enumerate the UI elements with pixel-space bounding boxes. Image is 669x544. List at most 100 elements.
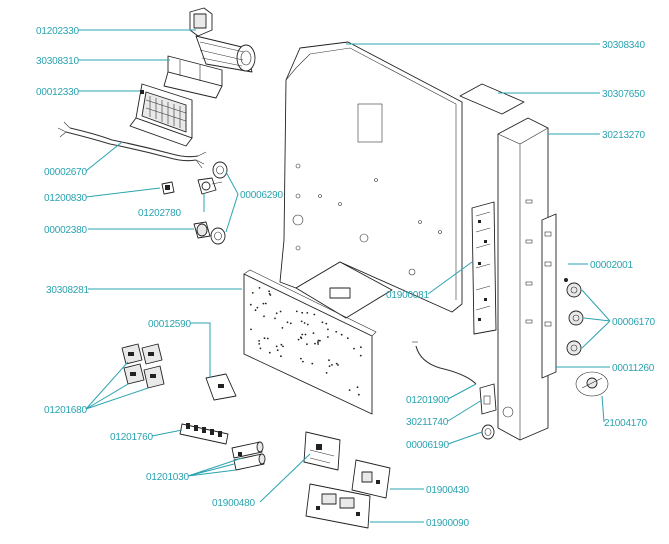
label-30213270: 30213270: [602, 130, 646, 141]
part-bracket-30308310: [163, 55, 223, 99]
plate-hole: [299, 336, 302, 339]
plate-hole: [335, 362, 338, 365]
label-00002380: 00002380: [44, 225, 88, 236]
plate-hole: [268, 290, 270, 293]
part-pcb-01900090: [305, 483, 371, 529]
plate-hole: [325, 322, 328, 325]
label-30211740: 30211740: [406, 417, 449, 428]
plate-hole: [317, 341, 319, 344]
part-connector-strip: [179, 423, 229, 445]
plate-hole: [317, 343, 319, 345]
label-30307650: 30307650: [602, 89, 646, 100]
label-01201900: 01201900: [406, 395, 450, 406]
part-wiring-harness: [57, 121, 207, 169]
plate-hole: [306, 343, 308, 346]
part-pcb-01900480: [303, 431, 341, 471]
plate-hole: [266, 337, 269, 340]
part-gaskets-00006290: [210, 161, 228, 245]
part-grommet: [481, 424, 495, 440]
label-00002670: 00002670: [44, 167, 88, 178]
label-30308310: 30308310: [36, 56, 80, 67]
label-01900480: 01900480: [212, 498, 256, 509]
part-cable-01201900: [412, 341, 477, 385]
plate-hole: [268, 292, 271, 295]
plate-hole: [360, 346, 362, 349]
plate-hole: [251, 292, 254, 294]
part-knobs: [564, 278, 584, 356]
label-30308281: 30308281: [46, 285, 90, 296]
part-capacitors: [231, 441, 266, 471]
plate-hole: [303, 322, 306, 324]
plate-hole: [321, 321, 324, 324]
plate-hole: [259, 347, 262, 350]
plate-hole: [312, 332, 315, 334]
plate-hole: [268, 351, 271, 354]
plate-hole: [313, 313, 316, 316]
part-bracket-30211740: [479, 383, 497, 415]
label-01900090: 01900090: [426, 518, 470, 529]
label-01202330: 01202330: [36, 26, 80, 37]
plate-hole: [327, 328, 329, 331]
part-clamp: [575, 371, 609, 397]
part-control-board: [471, 201, 497, 335]
label-01900081: 01900081: [386, 290, 430, 301]
label-21004170: 21004170: [604, 418, 648, 429]
plate-hole: [280, 343, 283, 346]
label-00006190: 00006190: [406, 440, 450, 451]
plate-hole: [325, 372, 328, 374]
plate-hole: [328, 365, 331, 367]
plate-hole: [358, 393, 360, 396]
plate-hole: [300, 357, 302, 360]
part-terminal-blocks: [121, 343, 165, 389]
plate-hole: [289, 322, 292, 325]
part-lamp-socket: [193, 221, 211, 239]
label-01200830: 01200830: [44, 193, 88, 204]
plate-hole: [254, 309, 257, 312]
label-01201030: 01201030: [146, 472, 190, 483]
plate-hole: [328, 359, 330, 362]
plate-hole: [297, 338, 300, 341]
part-heater-grille: [129, 83, 193, 147]
plate-hole: [281, 327, 284, 329]
plate-hole: [340, 333, 343, 336]
plate-hole: [353, 347, 355, 350]
part-pcb-01900430: [351, 459, 391, 499]
plate-hole: [302, 360, 304, 363]
label-00006170: 00006170: [612, 317, 656, 328]
label-00012330: 00012330: [36, 87, 80, 98]
plate-hole: [274, 317, 276, 320]
plate-hole: [306, 312, 309, 314]
part-relay-00012590: [205, 373, 237, 401]
part-main-housing: [279, 41, 463, 319]
label-01900430: 01900430: [426, 485, 470, 496]
plate-hole: [346, 337, 349, 340]
plate-hole: [263, 337, 266, 340]
label-01201760: 01201760: [110, 432, 154, 443]
label-01202780: 01202780: [138, 208, 182, 219]
label-00002001: 00002001: [590, 260, 634, 271]
plate-hole: [280, 355, 282, 358]
part-fan-motor: [189, 7, 256, 73]
plate-hole: [275, 345, 278, 348]
plate-hole: [258, 287, 261, 289]
plate-hole: [314, 342, 316, 345]
plate-hole: [264, 302, 267, 305]
part-front-plate: [541, 213, 557, 379]
plate-hole: [348, 389, 351, 391]
plate-hole: [356, 386, 359, 389]
part-switch-01200830: [161, 181, 175, 195]
part-cover-plate: [459, 83, 525, 115]
plate-hole: [301, 333, 304, 336]
plate-hole: [306, 323, 309, 326]
part-side-column: [497, 117, 549, 441]
label-00006290: 00006290: [240, 190, 284, 201]
plate-hole: [327, 336, 329, 338]
plate-hole: [250, 328, 252, 331]
plate-hole: [317, 339, 320, 342]
plate-hole: [282, 345, 284, 348]
leader-lines: [78, 29, 611, 523]
part-base-plate: [243, 269, 377, 415]
plate-hole: [258, 343, 261, 345]
label-00011260: 00011260: [612, 363, 655, 374]
